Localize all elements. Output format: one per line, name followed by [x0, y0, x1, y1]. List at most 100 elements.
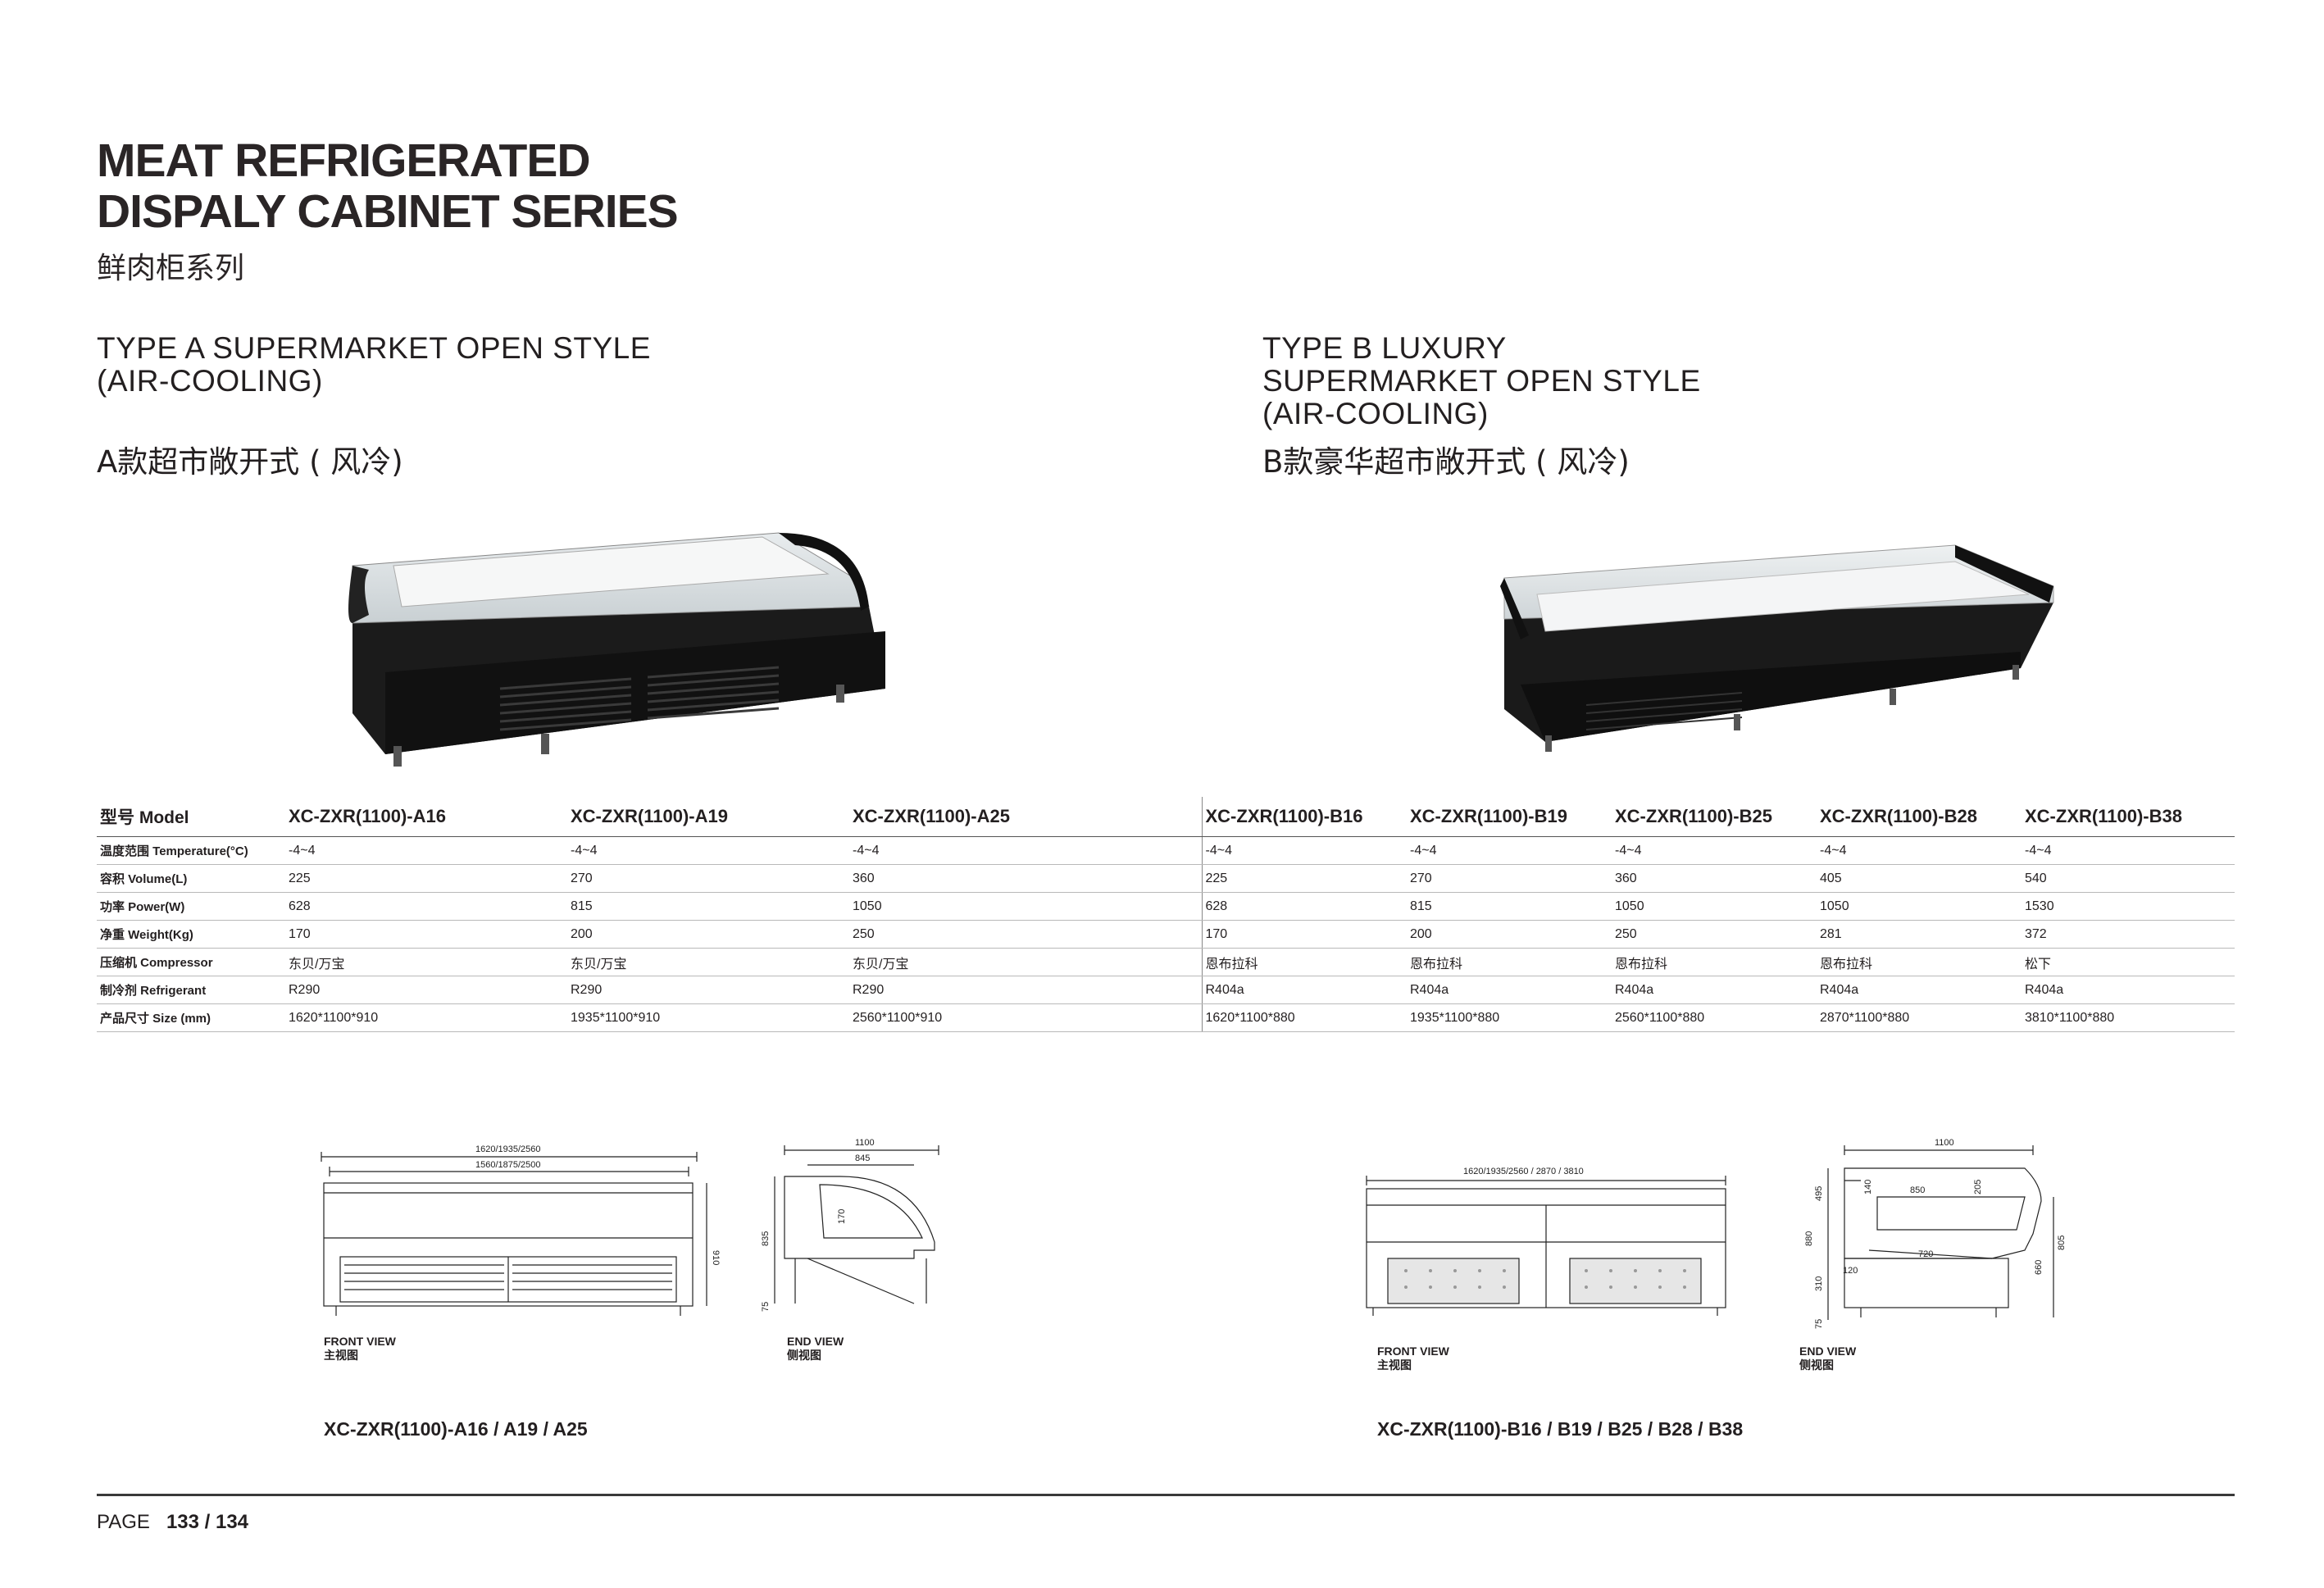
spec-cell: 170: [1201, 920, 1407, 949]
spec-model-b: XC-ZXR(1100)-B16: [1201, 797, 1407, 837]
dim-a-front-height: 910: [711, 1250, 721, 1265]
type-b-front-view-label: FRONT VIEW 主视图: [1377, 1345, 1449, 1372]
type-b-end-view-drawing: 1100 850 720 495 140 205 880 120 310 660…: [1804, 1138, 2067, 1329]
type-a-drawing-model: XC-ZXR(1100)-A16 / A19 / A25: [324, 1418, 588, 1440]
spec-cell: -4~4: [1201, 836, 1407, 865]
spec-cell: 360: [849, 864, 1202, 893]
front-view-label: FRONT VIEW: [1377, 1345, 1449, 1358]
spec-cell: 恩布拉科: [1612, 948, 1817, 976]
spec-cell: R404a: [1817, 976, 2022, 1004]
spec-header-label: 型号 Model: [97, 797, 285, 837]
type-b-front-view-drawing: 1620/1935/2560 / 2870 / 3810: [1366, 1167, 1726, 1316]
spec-cell: 360: [1612, 864, 1817, 893]
spec-row-label: 温度范围 Temperature(°C): [97, 836, 285, 865]
dim-a-end-inner: 845: [855, 1153, 870, 1163]
spec-cell: 200: [567, 920, 849, 949]
type-a-front-view-drawing: 1620/1935/2560 1560/1875/2500 910: [321, 1144, 721, 1316]
spec-cell: 270: [567, 864, 849, 893]
dim-b-front: 1620/1935/2560 / 2870 / 3810: [1463, 1167, 1584, 1176]
dim-b-end-h880: 880: [1804, 1231, 1814, 1246]
spec-row-label: 压缩机 Compressor: [97, 948, 285, 976]
type-b-line-2: SUPERMARKET OPEN STYLE: [1262, 364, 1701, 398]
spec-model-b: XC-ZXR(1100)-B28: [1817, 797, 2022, 837]
spec-row-label: 容积 Volume(L): [97, 864, 285, 893]
spec-cell: 815: [567, 892, 849, 921]
spec-row-label: 功率 Power(W): [97, 892, 285, 921]
spec-cell: 1530: [2022, 892, 2235, 921]
spec-row-label: 净重 Weight(Kg): [97, 920, 285, 949]
page-title-cn: 鲜肉柜系列: [97, 252, 245, 285]
spec-cell: -4~4: [567, 836, 849, 865]
type-a-end-view-label: END VIEW 侧视图: [787, 1335, 844, 1363]
type-b-heading-cn: B款豪华超市敞开式 ( 风冷): [1262, 444, 1630, 480]
spec-cell: 200: [1407, 920, 1612, 949]
spec-cell: -4~4: [1407, 836, 1612, 865]
type-b-heading: TYPE B LUXURY SUPERMARKET OPEN STYLE (AI…: [1262, 332, 1701, 430]
spec-cell: -4~4: [285, 836, 567, 865]
page-numbers: 133 / 134: [166, 1511, 249, 1533]
dim-b-end-h495: 495: [1814, 1186, 1824, 1201]
type-a-heading-cn: A款超市敞开式 ( 风冷): [97, 444, 403, 480]
dim-b-end-h805: 805: [2057, 1235, 2067, 1250]
page-title: MEAT REFRIGERATED DISPALY CABINET SERIES: [97, 135, 679, 237]
spec-cell: 270: [1407, 864, 1612, 893]
spec-cell: 540: [2022, 864, 2235, 893]
spec-cell: 恩布拉科: [1407, 948, 1612, 976]
dim-a-front-outer: 1620/1935/2560: [475, 1144, 541, 1154]
spec-cell: R404a: [1612, 976, 1817, 1004]
spec-cell: -4~4: [849, 836, 1202, 865]
spec-cell: 1935*1100*910: [567, 1003, 849, 1032]
spec-cell: 2560*1100*880: [1612, 1003, 1817, 1032]
dim-a-end-h1: 835: [761, 1231, 771, 1246]
dim-b-end-h660: 660: [2034, 1260, 2044, 1275]
type-a-end-view-drawing: 1100 845 835 170 75: [761, 1138, 939, 1312]
spec-model-b: XC-ZXR(1100)-B25: [1612, 797, 1817, 837]
spec-cell: -4~4: [1612, 836, 1817, 865]
spec-cell: 恩布拉科: [1201, 948, 1407, 976]
page-word: PAGE: [97, 1511, 150, 1533]
spec-cell: -4~4: [1817, 836, 2022, 865]
spec-cell: 170: [285, 920, 567, 949]
spec-cell: 405: [1817, 864, 2022, 893]
end-view-label: END VIEW: [1799, 1345, 1857, 1358]
spec-model-a: XC-ZXR(1100)-A25: [849, 797, 1202, 837]
type-b-line-3: (AIR-COOLING): [1262, 397, 1489, 430]
spec-cell: 815: [1407, 892, 1612, 921]
spec-cell: R290: [567, 976, 849, 1004]
spec-cell: 恩布拉科: [1817, 948, 2022, 976]
dim-b-end-h205: 205: [1973, 1180, 1983, 1194]
type-a-heading: TYPE A SUPERMARKET OPEN STYLE (AIR-COOLI…: [97, 332, 651, 398]
end-view-label-cn: 侧视图: [1799, 1358, 1834, 1372]
spec-cell: 225: [285, 864, 567, 893]
spec-row-label: 产品尺寸 Size (mm): [97, 1003, 285, 1032]
front-view-label-cn: 主视图: [324, 1349, 358, 1362]
dim-b-end-width: 1100: [1935, 1138, 1954, 1148]
footer-divider: [97, 1494, 2235, 1496]
dim-a-end-h2: 170: [837, 1209, 847, 1224]
dim-b-end-h120: 120: [1843, 1266, 1858, 1276]
type-b-line-1: TYPE B LUXURY: [1262, 331, 1507, 365]
spec-cell: 628: [1201, 892, 1407, 921]
spec-cell: 250: [849, 920, 1202, 949]
front-view-label-cn: 主视图: [1377, 1358, 1412, 1372]
type-b-end-view-label: END VIEW 侧视图: [1799, 1345, 1856, 1372]
dim-b-end-leg: 75: [1814, 1319, 1824, 1329]
spec-cell: 3810*1100*880: [2022, 1003, 2235, 1032]
spec-cell: 1050: [1817, 892, 2022, 921]
type-a-front-view-label: FRONT VIEW 主视图: [324, 1335, 396, 1363]
spec-cell: -4~4: [2022, 836, 2235, 865]
spec-cell: 松下: [2022, 948, 2235, 976]
type-a-cabinet-image: [348, 532, 885, 767]
spec-cell: 1620*1100*880: [1201, 1003, 1407, 1032]
type-a-line-1: TYPE A SUPERMARKET OPEN STYLE: [97, 331, 651, 365]
spec-cell: R290: [285, 976, 567, 1004]
spec-cell: 1050: [849, 892, 1202, 921]
spec-cell: 281: [1817, 920, 2022, 949]
spec-model-b: XC-ZXR(1100)-B38: [2022, 797, 2235, 837]
